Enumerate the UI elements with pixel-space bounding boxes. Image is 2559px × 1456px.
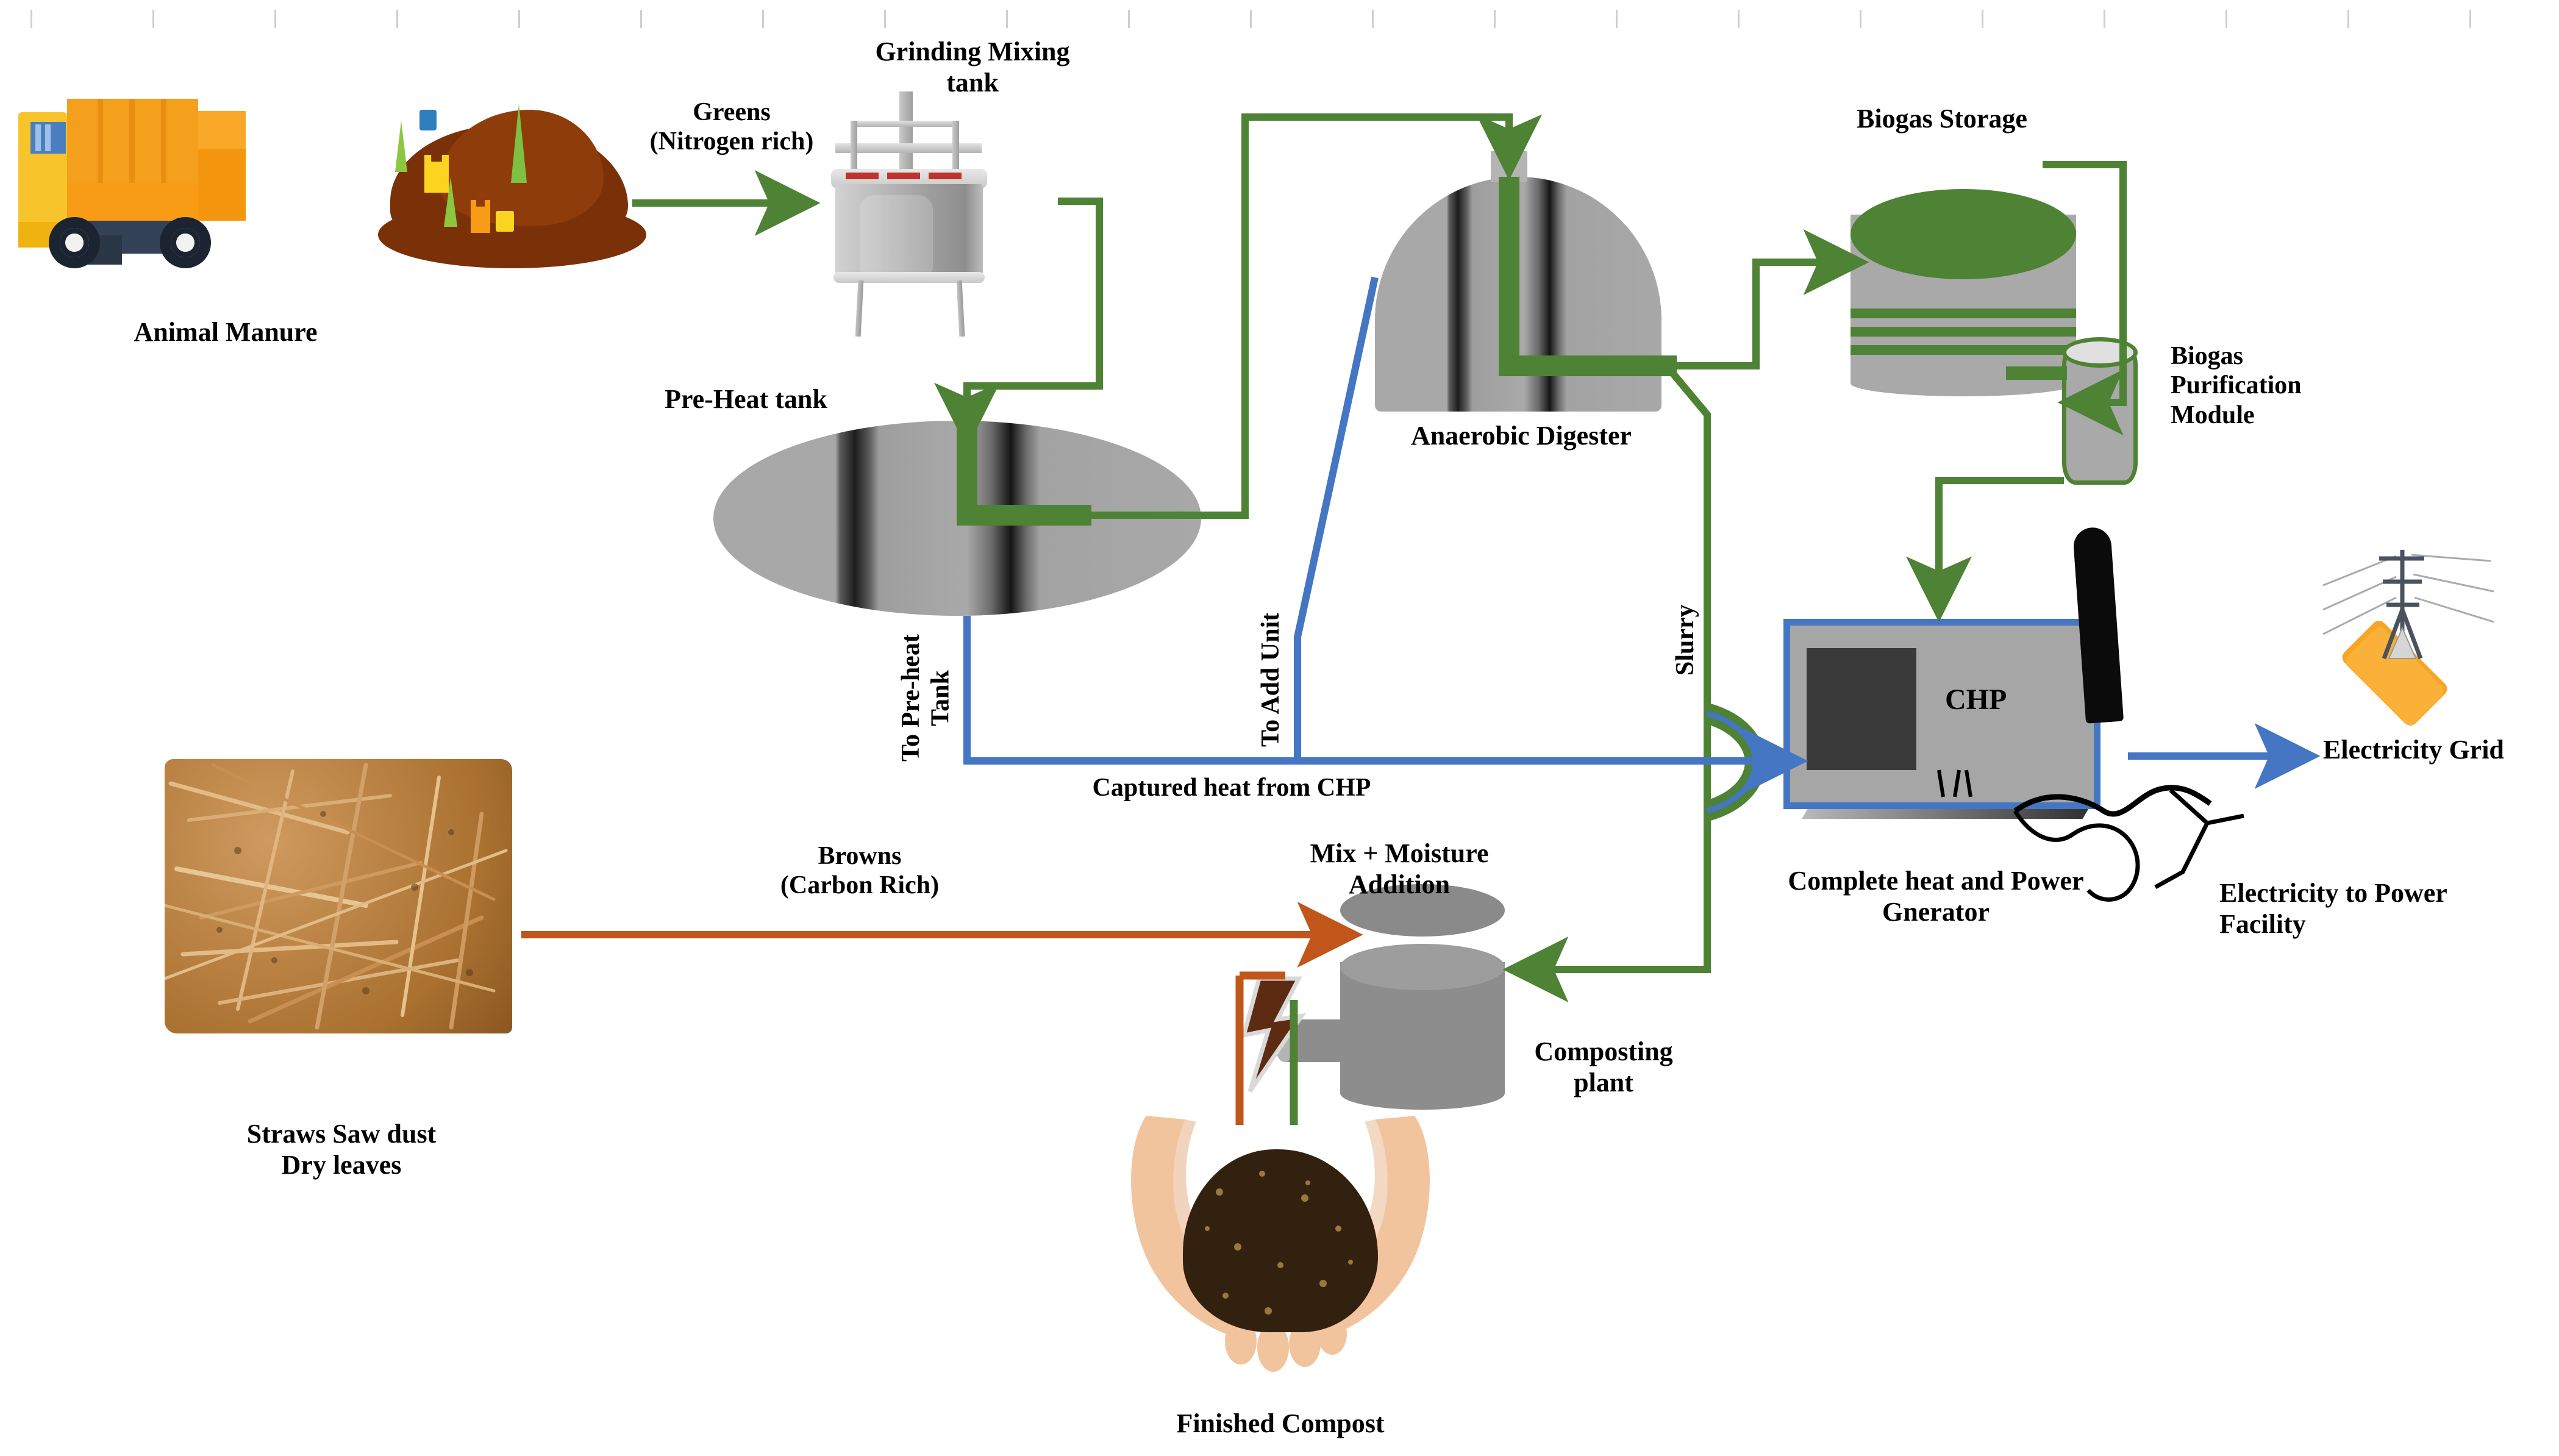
flow-captured-heat-label: Captured heat from CHP	[1092, 774, 1371, 802]
grinding-mixing-tank-icon	[802, 91, 1021, 337]
preheat-internal-pipe	[957, 421, 1091, 526]
flow-captured-heat	[963, 616, 1780, 765]
anaerobic-digester-label: Anaerobic Digester	[1410, 421, 1632, 451]
flow-to-add-unit	[1294, 276, 1379, 761]
flow-biogas-to-purification	[2043, 161, 2127, 435]
biogas-storage-icon	[1851, 189, 2076, 396]
flow-purification-to-chp	[1906, 477, 2064, 623]
grinding-mixing-tank-label: Grinding Mixing tank	[875, 37, 1070, 98]
flow-digester-to-biogas	[1677, 229, 1869, 369]
flow-to-add-unit-label: To Add Unit	[1257, 612, 1285, 748]
flow-greens-label: Greens (Nitrogen rich)	[649, 98, 814, 156]
biogas-purification-label: Biogas Purification Module	[2171, 342, 2302, 429]
mix-moisture-label: Mix + Moisture Addition	[1310, 838, 1489, 899]
flow-browns-label: Browns (Carbon Rich)	[780, 842, 940, 900]
digester-internal-pipe	[1499, 177, 1677, 376]
flow-slurry-label: Slurry	[1671, 604, 1699, 676]
straws-sawdust-image	[165, 759, 512, 1033]
finished-compost-icon	[1122, 1091, 1439, 1396]
garbage-truck-icon	[18, 98, 409, 274]
pre-heat-tank-label: Pre-Heat tank	[665, 384, 827, 414]
chp-generator-label: Complete heat and Power Gnerator	[1788, 866, 2084, 927]
chp-inner-label: CHP	[1945, 683, 2007, 716]
composting-plant-label: Composting plant	[1534, 1037, 1673, 1097]
manure-pile-icon	[366, 91, 671, 274]
flow-slurry	[1502, 368, 1711, 1002]
power-pylon-icon	[2311, 537, 2494, 729]
straws-sawdust-label: Straws Saw dust Dry leaves	[246, 1119, 437, 1180]
flow-preheat-to-digester	[1091, 113, 1542, 519]
flow-to-pre-heat-tank-label: To Pre-heat Tank	[897, 634, 955, 762]
finished-compost-label: Finished Compost	[1176, 1408, 1385, 1438]
flow-grind-to-preheat	[934, 198, 1103, 449]
biogas-storage-label: Biogas Storage	[1857, 104, 2027, 134]
composting-plant-icon	[1274, 884, 1602, 1140]
electricity-to-facility-label: Electricity to Power Facility	[2219, 878, 2447, 939]
animal-manure-label: Animal Manure	[134, 317, 318, 347]
electricity-grid-label: Electricity Grid	[2323, 735, 2504, 765]
